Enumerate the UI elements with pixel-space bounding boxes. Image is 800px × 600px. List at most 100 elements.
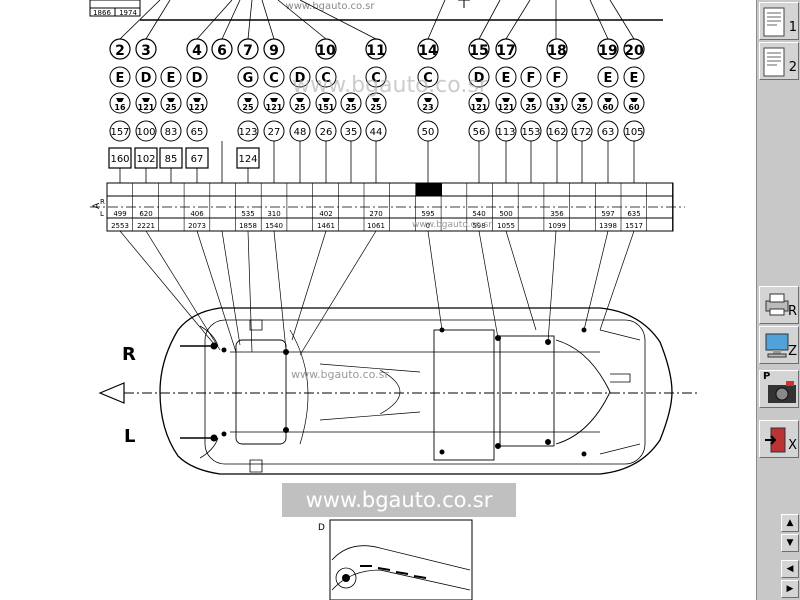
header-box-left: 1866 [93,9,111,17]
callout-number-circle [186,38,208,60]
fastener-size: 25 [242,103,254,112]
hole-type-letter: C [269,71,279,86]
hole-type-letter: C [321,71,331,86]
dimension-top-value: 597 [601,210,614,218]
fastener-size: 16 [114,103,126,112]
ref-box-value: 124 [238,154,257,165]
detail-inset: D [318,519,473,600]
page-1-label: 1 [788,20,797,35]
ref-value: 172 [572,127,591,138]
hole-type-letter: E [604,71,613,86]
centerline-arrow: R L www.bgauto.co.sr [98,344,700,447]
fastener-circle [340,92,362,114]
document-icon [763,47,785,77]
callout-number: 14 [418,43,438,59]
callout-number-circle [495,38,517,60]
fastener-icon [630,98,638,102]
dimension-bottom-value: 2073 [188,222,206,230]
callout-number-circle [623,38,645,60]
header-leaders [119,0,635,40]
fastener-size: 121 [189,103,206,112]
callout-number: 17 [496,43,515,59]
hole-type-circle [468,66,490,88]
dimension-bottom-value: 1099 [548,222,566,230]
ref-circle [109,120,131,142]
fastener-icon [193,98,201,102]
exit-button[interactable]: X [759,420,799,458]
fastener-size: 23 [422,103,433,112]
callout-number-circle [135,38,157,60]
hole-type-circle [623,66,645,88]
fastener-icon [578,98,586,102]
fastener-icon [527,98,535,102]
fastener-size: 60 [628,103,640,112]
fastener-size: 25 [345,103,357,112]
fastener-circle [315,92,337,114]
callout-number: 9 [269,43,279,59]
watermark-car: www.bgauto.co.sr [291,368,389,381]
dimension-bottom-value: 2221 [137,222,155,230]
document-icon [763,7,785,37]
arrow-right-icon: ▶ [786,584,794,594]
ref-value: 65 [191,127,204,138]
callout-number-circle [211,38,233,60]
hole-type-circle [289,66,311,88]
hole-type-circle [520,66,542,88]
dimension-top-value: 356 [550,210,564,218]
arrow-left-icon: ◀ [786,564,794,574]
scroll-right-button[interactable]: ▶ [781,580,799,598]
zoom-button[interactable]: Z [759,326,799,364]
hole-type-letter: G [243,71,254,86]
hole-type-circle [315,66,337,88]
hole-type-letter: F [527,71,536,86]
dimension-bottom-value: 1061 [367,222,385,230]
callout-number-circle [237,38,259,60]
dimension-top-value: 540 [472,210,485,218]
camera-icon [768,381,796,403]
ref-value: 113 [496,127,515,138]
callout-number-circle [468,38,490,60]
scroll-down-button[interactable]: ▼ [781,534,799,552]
fastener-icon [116,98,124,102]
scroll-left-button[interactable]: ◀ [781,560,799,578]
dimension-top-value: 270 [369,210,382,218]
callout-number: 15 [469,43,488,59]
hole-type-circle [160,66,182,88]
page-1-button[interactable]: 1 [759,2,799,40]
hole-type-circle [135,66,157,88]
page-2-label: 2 [788,60,797,75]
hole-type-circle [365,66,387,88]
dimension-bottom-value: 2553 [111,222,129,230]
ref-circle [237,120,259,142]
dimension-bottom-value: 598 [472,222,485,230]
dimension-top-value: 620 [139,210,152,218]
fastener-size: 121 [138,103,155,112]
callout-number: 3 [141,43,151,59]
hole-type-letter: E [116,71,125,86]
arrow-up-icon: ▲ [786,518,794,528]
scroll-up-button[interactable]: ▲ [781,514,799,532]
page-2-button[interactable]: 2 [759,42,799,80]
hole-type-letter: F [553,71,562,86]
ref-value: 26 [320,127,333,138]
hole-type-circle [495,66,517,88]
fastener-size: 25 [576,103,588,112]
callout-number-circle [365,38,387,60]
ref-value: 50 [422,127,435,138]
fastener-icon [270,98,278,102]
fastener-size: 25 [370,103,382,112]
hole-type-letter: E [502,71,511,86]
printer-icon [765,293,789,316]
callout-number: 4 [192,43,202,59]
fastener-icon [322,98,330,102]
photo-button[interactable]: P [759,370,799,408]
callout-number: 10 [316,43,336,59]
callout-number-circle [417,38,439,60]
zoom-label: Z [788,344,797,359]
fastener-icon [475,98,483,102]
print-button[interactable]: R [759,286,799,324]
hole-type-letter: D [192,71,203,86]
ref-box-value: 67 [191,154,204,165]
ref-value: 56 [473,127,486,138]
